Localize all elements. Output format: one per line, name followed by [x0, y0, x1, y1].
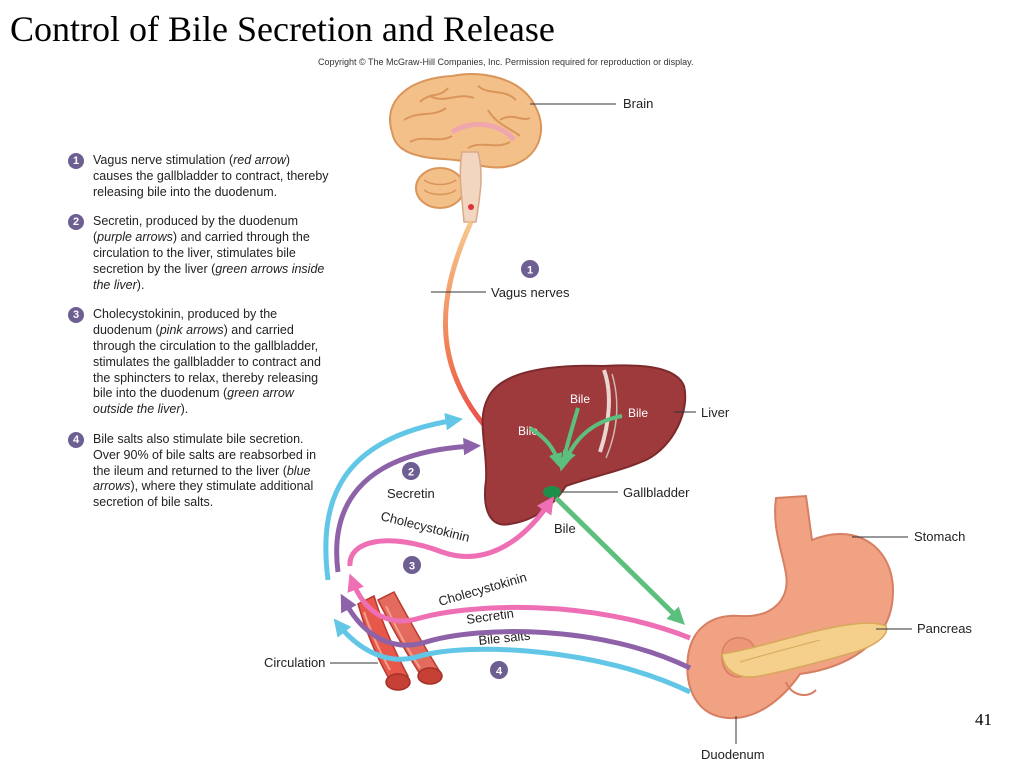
step-text-emphasis: green arrows inside the liver [93, 261, 325, 292]
step-badge-2: 2 [68, 214, 84, 231]
step-list: 1 Vagus nerve stimulation (red arrow) ca… [68, 153, 330, 525]
step-text-1: Vagus nerve stimulation (red arrow) caus… [93, 153, 329, 199]
bile-label-right: Bile [628, 406, 648, 420]
bile-label-left: Bile [518, 424, 538, 438]
marker-2-circle [402, 462, 420, 480]
step-text-run: ) causes the gallbladder to contract, th… [93, 153, 329, 199]
bile-label-top: Bile [570, 392, 590, 406]
step-text-2: Secretin, produced by the duodenum (purp… [93, 214, 324, 291]
circulation-label: Circulation [264, 655, 325, 670]
bile-salts-arrow-lower [333, 618, 692, 695]
bile-arrow-to-duodenum [554, 496, 685, 625]
bile-label-lower: Bile [554, 521, 576, 536]
step-text-run: ) and carried through the circulation to… [93, 230, 310, 276]
marker-3-circle [403, 556, 421, 574]
pancreas-label: Pancreas [917, 621, 972, 636]
marker-1-label: 1 [527, 265, 533, 277]
step-text-run: Vagus nerve stimulation ( [93, 153, 234, 167]
liver-label: Liver [701, 405, 730, 420]
gallbladder-label: Gallbladder [623, 485, 690, 500]
step-badge-1: 1 [68, 153, 84, 169]
step-text-4: Bile salts also stimulate bile secretion… [93, 432, 316, 509]
stomach-label: Stomach [914, 529, 965, 544]
secretin-arrow-upper [334, 437, 481, 573]
brain-label: Brain [623, 96, 653, 111]
step-text-run: ), where they stimulate additional secre… [93, 479, 314, 510]
step-text-emphasis: red arrow [233, 153, 286, 167]
step-text-run: ) and carried through the circulation to… [93, 323, 321, 401]
bile-arrow-inner-right [562, 414, 623, 466]
marker-3-label: 3 [409, 561, 415, 573]
step-text-run: Cholecystokinin, produced by the duodenu… [93, 307, 278, 338]
page-title: Control of Bile Secretion and Release [10, 9, 555, 49]
vagus-nerves-label: Vagus nerves [491, 285, 570, 300]
marker-4-label: 4 [496, 666, 503, 678]
secretin-arrow-lower [340, 593, 692, 671]
step-badge-3: 3 [68, 307, 84, 324]
step-text-run: Secretin, produced by the duodenum ( [93, 214, 298, 245]
step-text-3: Cholecystokinin, produced by the duodenu… [93, 307, 321, 416]
marker-2-label: 2 [408, 467, 414, 479]
step-4: 4 Bile salts also stimulate bile secreti… [68, 431, 330, 511]
step-text-emphasis: pink arrows [159, 323, 224, 338]
marker-1-circle [521, 260, 539, 278]
cck-arrow-upper [347, 496, 554, 567]
page-number: 41 [975, 710, 992, 729]
step-text-run: Bile salts also stimulate bile secretion… [93, 431, 317, 478]
bile-arrow-inner-left [528, 426, 563, 468]
step-text-run: ). [180, 402, 189, 417]
stomach-duodenum-illustration [686, 494, 895, 720]
liver-illustration [481, 364, 687, 526]
bile-salts-arrow-upper [323, 412, 463, 581]
copyright-notice: Copyright © The McGraw-Hill Companies, I… [318, 57, 694, 67]
step-text-emphasis: blue arrows [93, 463, 311, 494]
step-text-emphasis: purple arrows [97, 230, 173, 245]
secretin-label-upper: Secretin [387, 486, 435, 501]
step-text-emphasis: green arrow outside the liver [93, 386, 294, 417]
marker-4-circle [490, 661, 508, 679]
step-badge-4: 4 [68, 431, 84, 448]
step-2: 2 Secretin, produced by the duodenum (pu… [68, 214, 330, 293]
brain-illustration [389, 73, 543, 223]
cck-label-lower: Cholecystokinin [437, 569, 529, 609]
step-1: 1 Vagus nerve stimulation (red arrow) ca… [68, 153, 330, 200]
cck-arrow-lower [347, 573, 691, 641]
step-text-run: ). [136, 277, 145, 292]
duodenum-label: Duodenum [701, 747, 765, 762]
step-3: 3 Cholecystokinin, produced by the duode… [68, 307, 330, 418]
